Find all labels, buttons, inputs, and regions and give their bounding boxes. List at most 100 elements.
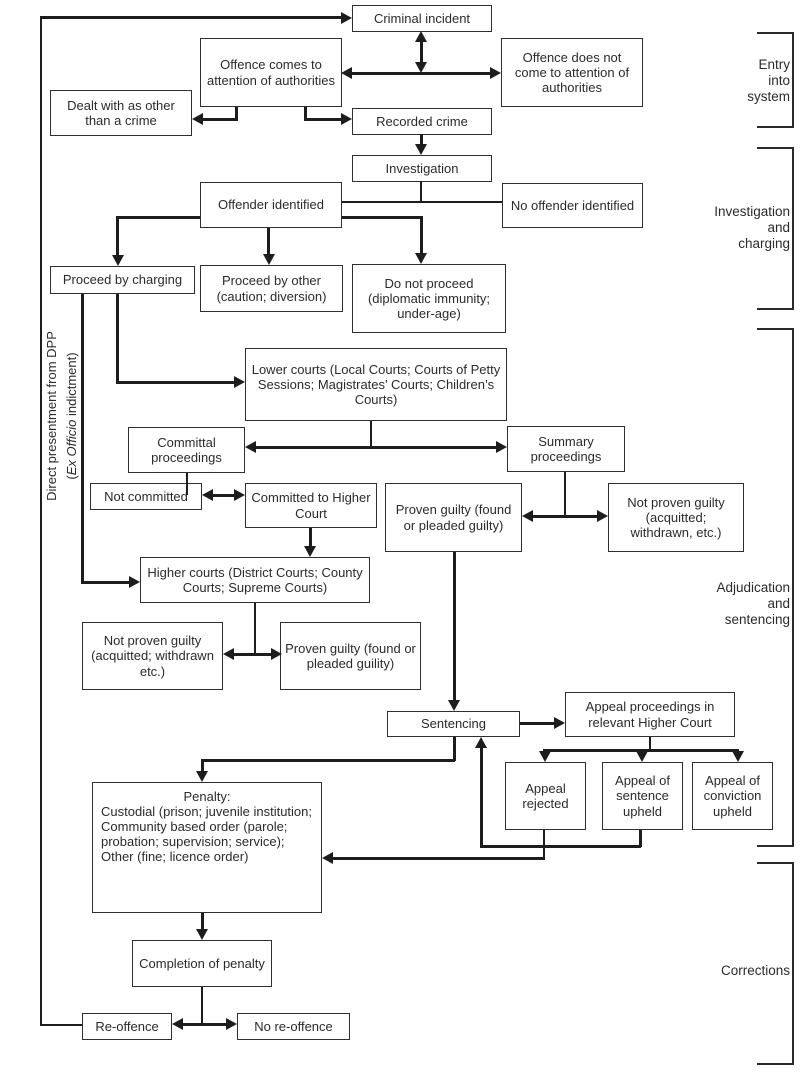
arrowhead-into-appeal-rejected bbox=[539, 751, 551, 762]
arrowhead-into-no-re-offence bbox=[226, 1018, 237, 1030]
edge-appeal-fanout-h bbox=[543, 749, 739, 752]
edge-loop-to-criminal-incident bbox=[40, 16, 342, 19]
edge-offender-to-donotproceed-v bbox=[420, 216, 423, 254]
bracket-investigation-bottom bbox=[757, 308, 794, 310]
node-appeal-sentence-upheld: Appeal of sentence upheld bbox=[602, 762, 683, 830]
edge-sentencing-to-appeal bbox=[520, 722, 554, 725]
edge-offence-comes-left-stub bbox=[235, 107, 238, 121]
arrowhead-into-not-proven-summary bbox=[597, 510, 608, 522]
dpp-line1: Direct presentment from DPP bbox=[44, 331, 59, 501]
arrowhead-into-completion bbox=[196, 929, 208, 940]
bracket-corrections-top bbox=[757, 862, 794, 864]
node-do-not-proceed: Do not proceed (diplomatic immunity; und… bbox=[352, 264, 506, 333]
bracket-investigation-vertical bbox=[792, 147, 794, 310]
arrowhead-into-re-offence bbox=[172, 1018, 183, 1030]
edge-proven-to-sentencing bbox=[453, 552, 456, 701]
edge-summary-verdict-h bbox=[533, 515, 597, 518]
arrowhead-into-committed-higher bbox=[234, 489, 245, 501]
bracket-entry-vertical bbox=[792, 32, 794, 128]
node-recorded-crime: Recorded crime bbox=[352, 108, 492, 135]
node-sentencing: Sentencing bbox=[387, 711, 520, 737]
arrowhead-up-criminal-incident bbox=[415, 31, 427, 42]
arrowhead-down-attention-junction bbox=[415, 62, 427, 73]
node-investigation: Investigation bbox=[352, 155, 492, 182]
node-penalty: Penalty: Custodial (prison; juvenile ins… bbox=[92, 782, 322, 913]
node-committed-to-higher-court: Committed to Higher Court bbox=[245, 483, 377, 528]
edge-sentencing-to-penalty-h bbox=[201, 759, 455, 762]
arrowhead-into-summary bbox=[496, 441, 507, 453]
node-dealt-with-other: Dealt with as other than a crime bbox=[50, 90, 192, 136]
arrowhead-into-lower-courts bbox=[234, 376, 245, 388]
edge-offender-to-donotproceed-h bbox=[342, 216, 420, 219]
penalty-body: Custodial (prison; juvenile institution;… bbox=[101, 804, 312, 865]
bracket-adjudication-top bbox=[757, 328, 794, 330]
edge-offender-to-charging-h bbox=[116, 216, 200, 219]
bracket-corrections-vertical bbox=[792, 862, 794, 1065]
bracket-adjudication-vertical bbox=[792, 328, 794, 847]
node-no-offender-identified: No offender identified bbox=[502, 183, 643, 228]
edge-attention-horizontal bbox=[351, 72, 491, 75]
edge-committal-stub bbox=[186, 473, 188, 495]
edge-sentence-upheld-h bbox=[480, 845, 641, 848]
node-appeal-rejected: Appeal rejected bbox=[505, 762, 586, 830]
node-completion-of-penalty: Completion of penalty bbox=[132, 940, 272, 987]
bracket-adjudication-bottom bbox=[757, 845, 794, 847]
edge-dpp-to-higher-h bbox=[81, 581, 130, 584]
edge-offender-to-other bbox=[267, 228, 270, 255]
arrowhead-into-higher-courts-top bbox=[304, 546, 316, 557]
dpp-line2: (Ex Officio indictment) bbox=[64, 352, 79, 480]
node-proven-guilty-higher: Proven guilty (found or pleaded guility) bbox=[280, 622, 421, 690]
arrowhead-into-recorded-crime bbox=[341, 113, 352, 125]
arrowhead-into-penalty-side bbox=[322, 852, 333, 864]
arrowhead-into-appeal-conviction-upheld bbox=[732, 751, 744, 762]
edge-reoffence-to-loop bbox=[40, 1024, 82, 1026]
edge-criminal-incident-junction bbox=[420, 39, 423, 67]
edge-penalty-to-completion bbox=[201, 913, 204, 930]
edge-recorded-to-investigation bbox=[420, 134, 423, 146]
edge-offender-to-charging-v bbox=[116, 216, 119, 255]
edge-sentence-upheld-down bbox=[639, 830, 642, 847]
arrowhead-into-dealt-with bbox=[192, 113, 203, 125]
node-higher-courts: Higher courts (District Courts; County C… bbox=[140, 557, 370, 603]
node-proceed-by-other: Proceed by other (caution; diversion) bbox=[200, 265, 343, 312]
edge-to-dealt-with bbox=[202, 118, 238, 121]
section-label-investigation-charging: Investigation and charging bbox=[714, 204, 790, 251]
node-offender-identified: Offender identified bbox=[200, 182, 342, 228]
edge-offence-comes-right-stub bbox=[304, 107, 307, 121]
bracket-investigation-top bbox=[757, 147, 794, 149]
edge-appeal-stub bbox=[649, 737, 651, 751]
node-appeal-proceedings: Appeal proceedings in relevant Higher Co… bbox=[565, 692, 735, 737]
node-not-proven-guilty-higher: Not proven guilty (acquitted; withdrawn … bbox=[82, 622, 223, 690]
node-proceed-by-charging: Proceed by charging bbox=[50, 266, 195, 294]
node-criminal-incident: Criminal incident bbox=[352, 5, 492, 32]
arrowhead-into-offence-comes bbox=[341, 67, 352, 79]
edge-committal-split-h bbox=[213, 494, 234, 497]
bracket-entry-bottom bbox=[757, 126, 794, 128]
arrowhead-into-offence-not-come bbox=[490, 67, 501, 79]
arrowhead-into-higher-courts bbox=[129, 576, 140, 588]
edge-reoffence-split-h bbox=[183, 1023, 226, 1026]
arrowhead-into-proceed-charging bbox=[112, 255, 124, 266]
section-label-adjudication-sentencing: Adjudication and sentencing bbox=[716, 580, 790, 627]
edge-to-recorded-crime bbox=[304, 118, 341, 121]
node-proven-guilty-summary: Proven guilty (found or pleaded guilty) bbox=[385, 483, 522, 552]
node-re-offence: Re-offence bbox=[82, 1013, 172, 1040]
label-direct-presentment-dpp: Direct presentment from DPP (Ex Officio … bbox=[42, 321, 86, 511]
node-appeal-conviction-upheld: Appeal of conviction upheld bbox=[692, 762, 773, 830]
edge-sentencing-down bbox=[453, 737, 456, 761]
section-label-entry-into-system: Entry into system bbox=[747, 57, 790, 104]
node-not-proven-guilty-summary: Not proven guilty (acquitted; withdrawn,… bbox=[608, 483, 744, 552]
arrowhead-into-criminal-incident bbox=[341, 12, 352, 24]
edge-higher-verdict-h bbox=[234, 653, 271, 656]
edge-reoffence-loop-vertical bbox=[40, 17, 42, 1025]
arrowhead-into-committal bbox=[245, 441, 256, 453]
arrowhead-into-investigation bbox=[415, 144, 427, 155]
arrowhead-into-appeal-sentence-upheld bbox=[636, 751, 648, 762]
arrowhead-into-proceed-other bbox=[263, 254, 275, 265]
edge-committed-to-higher bbox=[309, 528, 312, 547]
penalty-title: Penalty: bbox=[183, 789, 231, 804]
edge-lower-courts-stub bbox=[370, 421, 372, 447]
arrowhead-into-proven-summary bbox=[522, 510, 533, 522]
node-lower-courts: Lower courts (Local Courts; Courts of Pe… bbox=[245, 348, 507, 421]
